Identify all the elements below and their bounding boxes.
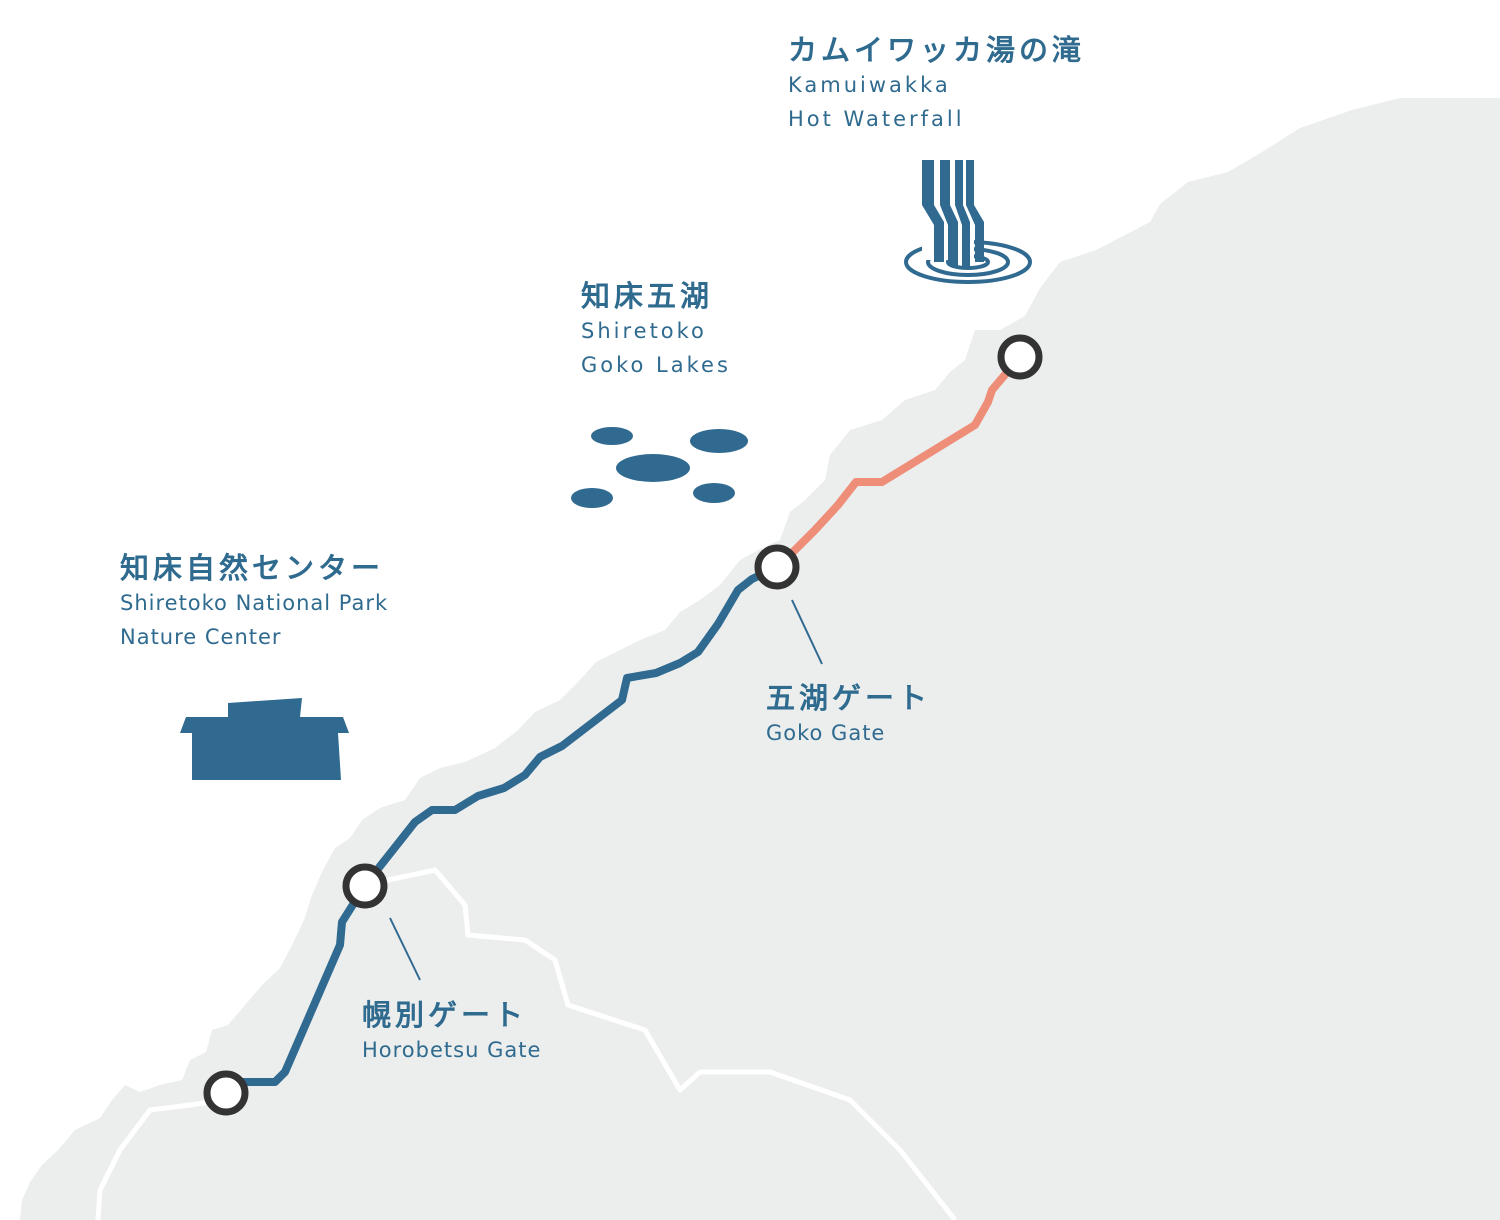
- kamuiwakka-name-en-2: Hot Waterfall: [788, 107, 965, 131]
- nature-center-name-en-2: Nature Center: [120, 625, 282, 649]
- land-area: [20, 98, 1500, 1220]
- marker-goko-gate[interactable]: [754, 544, 800, 590]
- marker-kamuiwakka[interactable]: [997, 334, 1043, 380]
- marker-horobetsu-gate[interactable]: [342, 863, 388, 909]
- marker-start[interactable]: [203, 1070, 249, 1116]
- goko-lakes-name-en-1: Shiretoko: [581, 319, 707, 343]
- goko-gate-name-ja: 五湖ゲート: [766, 681, 932, 715]
- boundary-line: [95, 1097, 226, 1220]
- goko-lakes-name-en-2: Goko Lakes: [581, 353, 731, 377]
- lakes-icon: [571, 427, 748, 508]
- waterfall-icon: [904, 160, 1032, 284]
- route-blue: [221, 563, 782, 1086]
- building-icon: [180, 698, 349, 780]
- horobetsu-gate-leader: [389, 917, 421, 981]
- boundary-line: [364, 867, 957, 1220]
- nature-center-label: 知床自然センター Shiretoko National Park Nature …: [120, 550, 388, 654]
- goko-lakes-label: 知床五湖 Shiretoko Goko Lakes: [581, 278, 731, 382]
- route-salmon: [774, 353, 1024, 571]
- goko-lakes-name-ja: 知床五湖: [581, 279, 714, 313]
- horobetsu-gate-name-ja: 幌別ゲート: [362, 998, 528, 1032]
- horobetsu-gate-label: 幌別ゲート Horobetsu Gate: [362, 997, 541, 1067]
- goko-gate-label: 五湖ゲート Goko Gate: [766, 680, 931, 750]
- kamuiwakka-name-en-1: Kamuiwakka: [788, 73, 951, 97]
- kamuiwakka-name-ja: カムイワッカ湯の滝: [788, 33, 1086, 67]
- nature-center-name-ja: 知床自然センター: [120, 551, 385, 585]
- nature-center-name-en-1: Shiretoko National Park: [120, 591, 389, 615]
- kamuiwakka-label: カムイワッカ湯の滝 Kamuiwakka Hot Waterfall: [788, 32, 1085, 136]
- goko-gate-name-en: Goko Gate: [766, 721, 886, 745]
- goko-gate-leader: [791, 599, 823, 665]
- horobetsu-gate-name-en: Horobetsu Gate: [362, 1038, 542, 1062]
